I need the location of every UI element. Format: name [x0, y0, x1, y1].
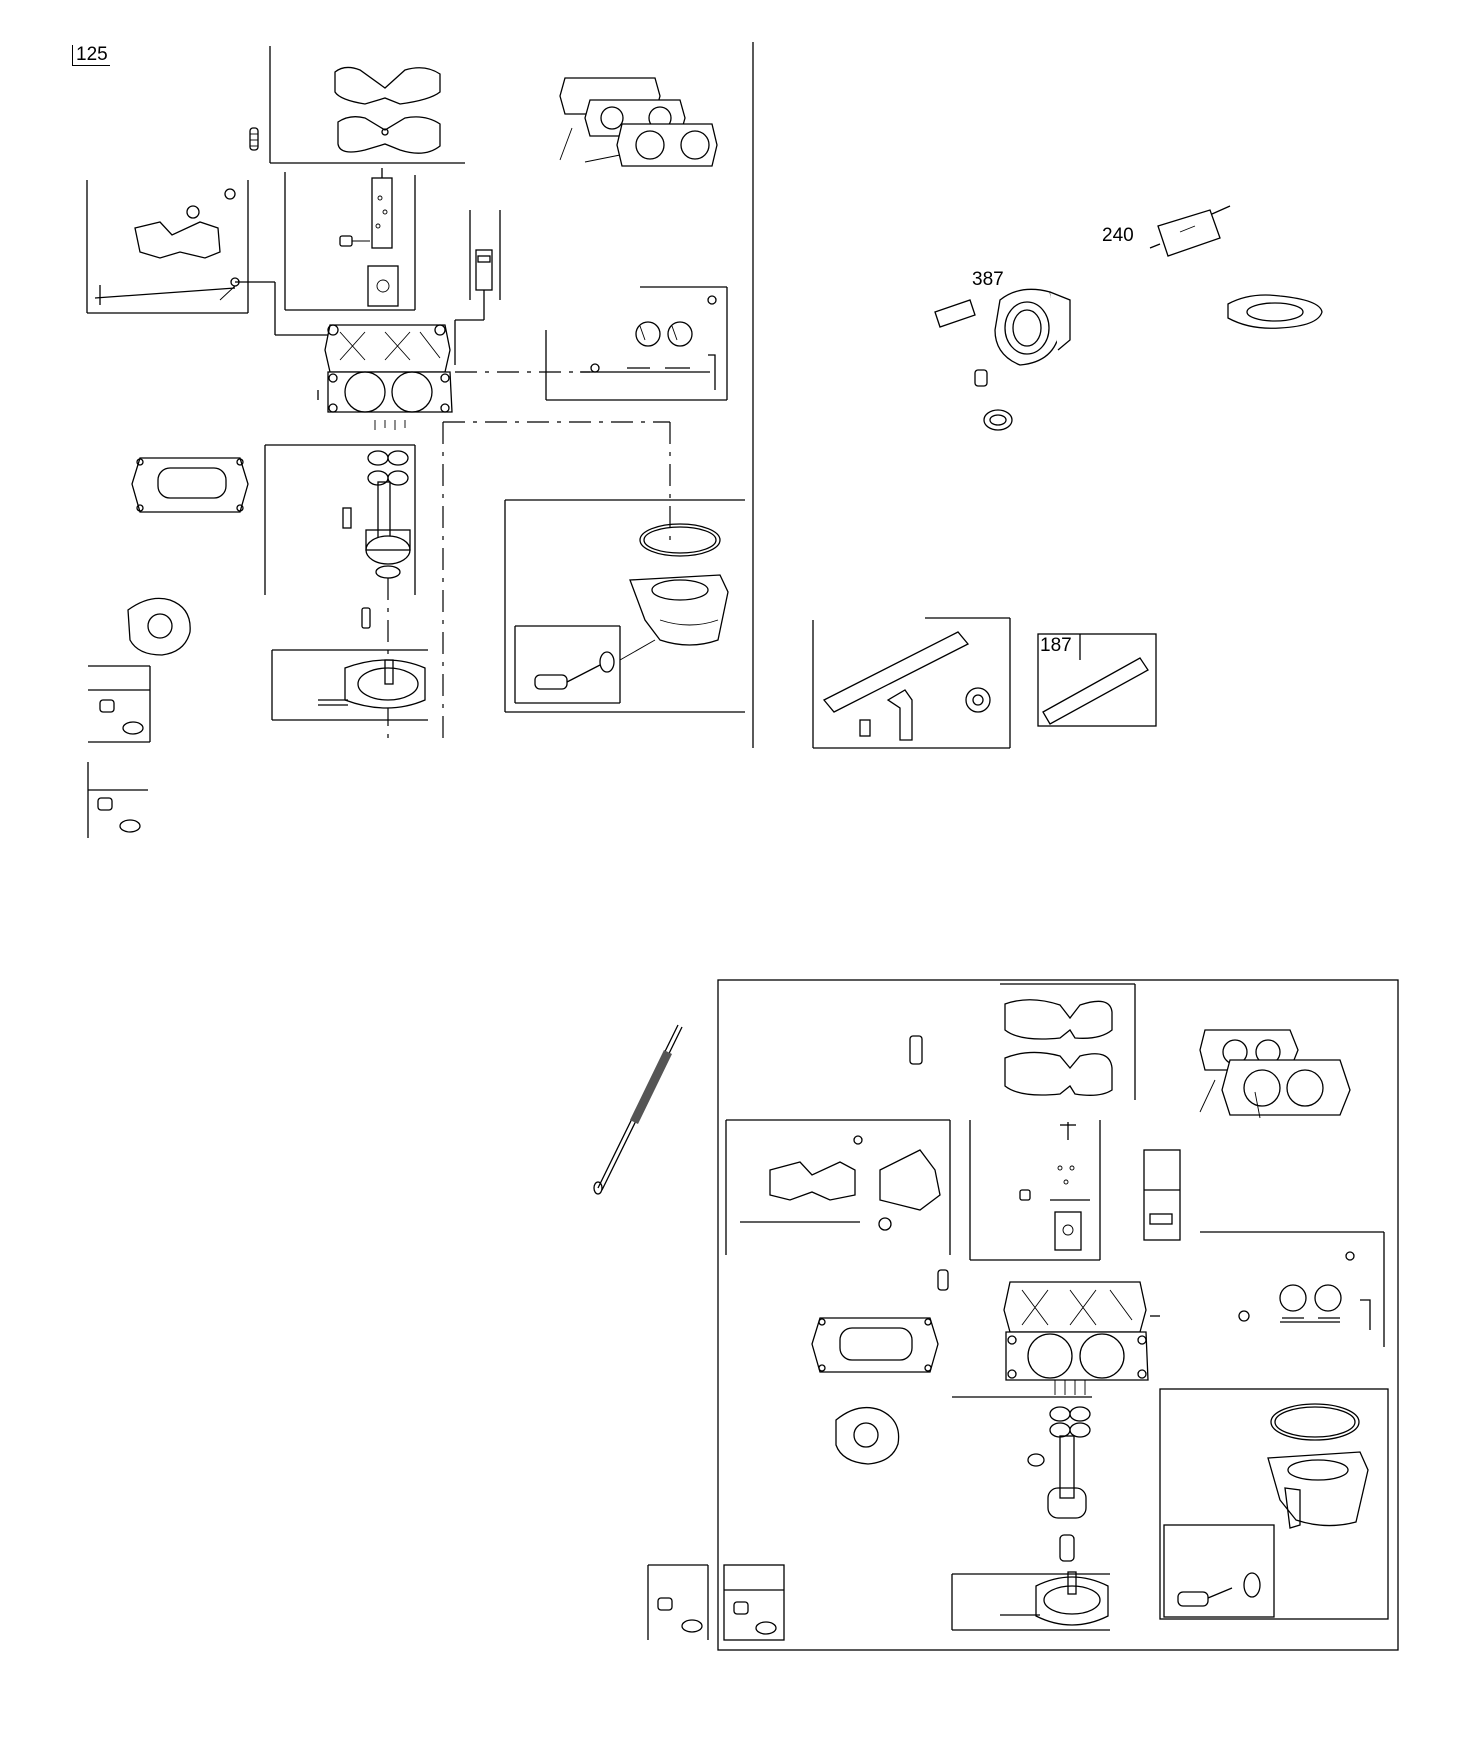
pump-gasket — [1227, 294, 1323, 329]
fuel-filter — [1149, 205, 1231, 257]
fuel-bowl-box — [504, 499, 745, 713]
carburetor-body — [317, 324, 453, 430]
fuel-bowl-box-2 — [1159, 1388, 1389, 1620]
mixture-screw — [909, 1035, 923, 1065]
gasket-pair-lower — [1000, 983, 1136, 1100]
callout-387: 387 — [972, 269, 1004, 290]
spring-box — [454, 210, 501, 365]
screw-kit-box — [88, 665, 151, 743]
gasket-set — [1199, 1029, 1351, 1119]
callout-125: 125 — [72, 45, 110, 66]
screw-kit-box-3 — [647, 1564, 709, 1640]
round-gasket — [127, 597, 191, 656]
choke-lever-box — [284, 168, 416, 311]
float-bowl-box-2 — [951, 1571, 1110, 1631]
needle-pin — [361, 607, 371, 629]
bowl-gasket — [131, 457, 249, 513]
callout-240: 240 — [1102, 225, 1134, 246]
float-bowl-box — [271, 649, 428, 721]
cleaning-brush — [593, 1024, 683, 1195]
float-assembly-2 — [952, 1396, 1092, 1562]
gasket-stack — [559, 77, 718, 167]
screw-kit-box-2 — [87, 762, 148, 838]
fuel-hose-box — [1037, 633, 1157, 727]
shaft-box — [455, 286, 728, 401]
shaft-box-2 — [1200, 1231, 1385, 1347]
throttle-plate-box — [86, 180, 330, 336]
carburetor-body-2 — [1003, 1281, 1160, 1395]
callout-187: 187 — [1040, 635, 1072, 656]
throttle-lever-box — [725, 1119, 951, 1255]
screw-kit-box-4 — [723, 1564, 785, 1641]
fuel-pump — [934, 288, 1071, 431]
top-left-assembly — [86, 42, 754, 838]
bottom-right-assembly — [593, 979, 1399, 1651]
idle-screw — [937, 1269, 949, 1291]
bowl-gasket-2 — [811, 1317, 939, 1373]
gasket-pair-upper — [249, 46, 465, 164]
choke-lever-box-2 — [969, 1120, 1101, 1261]
small-spring-box — [1143, 1149, 1181, 1241]
float-box — [264, 444, 416, 740]
fuel-pump-group — [812, 205, 1323, 749]
assembly-frame — [717, 979, 1399, 1651]
fuel-line-box — [812, 617, 1011, 749]
round-gasket-2 — [835, 1406, 900, 1465]
